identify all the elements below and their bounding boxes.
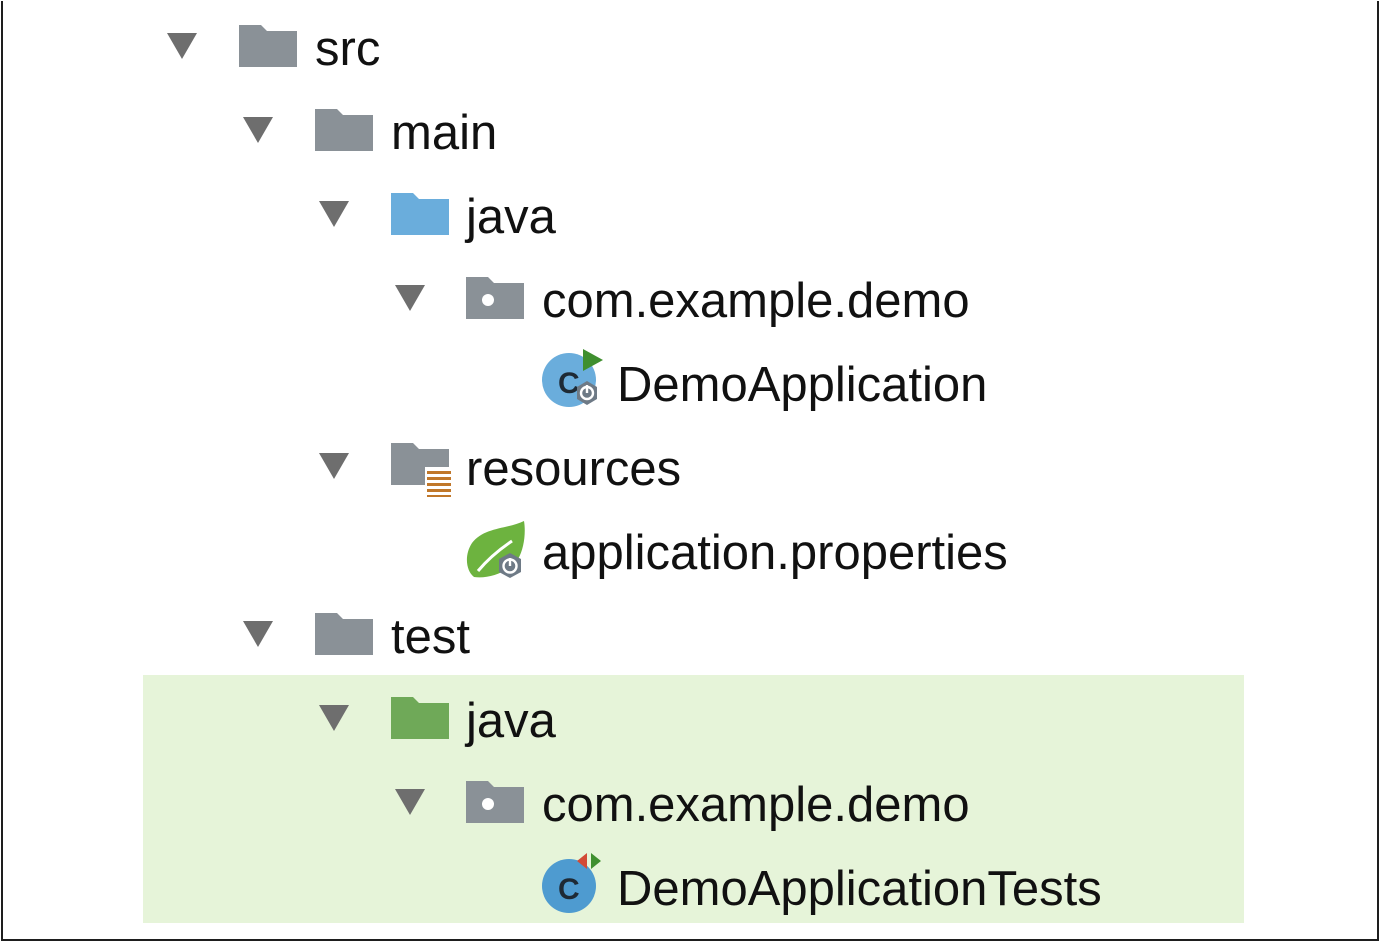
spring-properties-icon bbox=[466, 521, 525, 578]
tree-item-label[interactable]: test bbox=[391, 610, 470, 664]
expand-arrow-icon[interactable] bbox=[319, 201, 349, 227]
folder-icon bbox=[315, 109, 373, 151]
folder-icon bbox=[239, 25, 297, 67]
spring-boot-run-class-icon: C bbox=[542, 349, 603, 407]
expand-arrow-icon[interactable] bbox=[395, 789, 425, 815]
tree-item-label[interactable]: src bbox=[315, 22, 381, 76]
package-icon bbox=[466, 781, 524, 823]
tree-item-label[interactable]: resources bbox=[466, 442, 682, 496]
package-icon bbox=[466, 277, 524, 319]
resources-folder-icon bbox=[391, 443, 453, 497]
folder-icon bbox=[315, 613, 373, 655]
tree-item-label[interactable]: application.properties bbox=[542, 526, 1008, 580]
expand-arrow-icon[interactable] bbox=[319, 705, 349, 731]
svg-text:C: C bbox=[558, 367, 580, 400]
expand-arrow-icon[interactable] bbox=[243, 117, 273, 143]
source-root-folder-icon bbox=[391, 193, 449, 235]
tree-item-label[interactable]: DemoApplication bbox=[617, 358, 988, 412]
test-root-folder-icon bbox=[391, 697, 449, 739]
test-class-icon: C bbox=[542, 853, 601, 913]
svg-text:C: C bbox=[558, 873, 580, 906]
tree-item-label[interactable]: java bbox=[466, 694, 556, 748]
expand-arrow-icon[interactable] bbox=[167, 33, 197, 59]
tree-item-label[interactable]: java bbox=[466, 190, 556, 244]
expand-arrow-icon[interactable] bbox=[319, 453, 349, 479]
expand-arrow-icon[interactable] bbox=[243, 621, 273, 647]
tree-item-label[interactable]: main bbox=[391, 106, 498, 160]
tree-item-label[interactable]: DemoApplicationTests bbox=[617, 862, 1102, 916]
tree-item-label[interactable]: com.example.demo bbox=[542, 778, 970, 832]
tree-item-label[interactable]: com.example.demo bbox=[542, 274, 970, 328]
expand-arrow-icon[interactable] bbox=[395, 285, 425, 311]
